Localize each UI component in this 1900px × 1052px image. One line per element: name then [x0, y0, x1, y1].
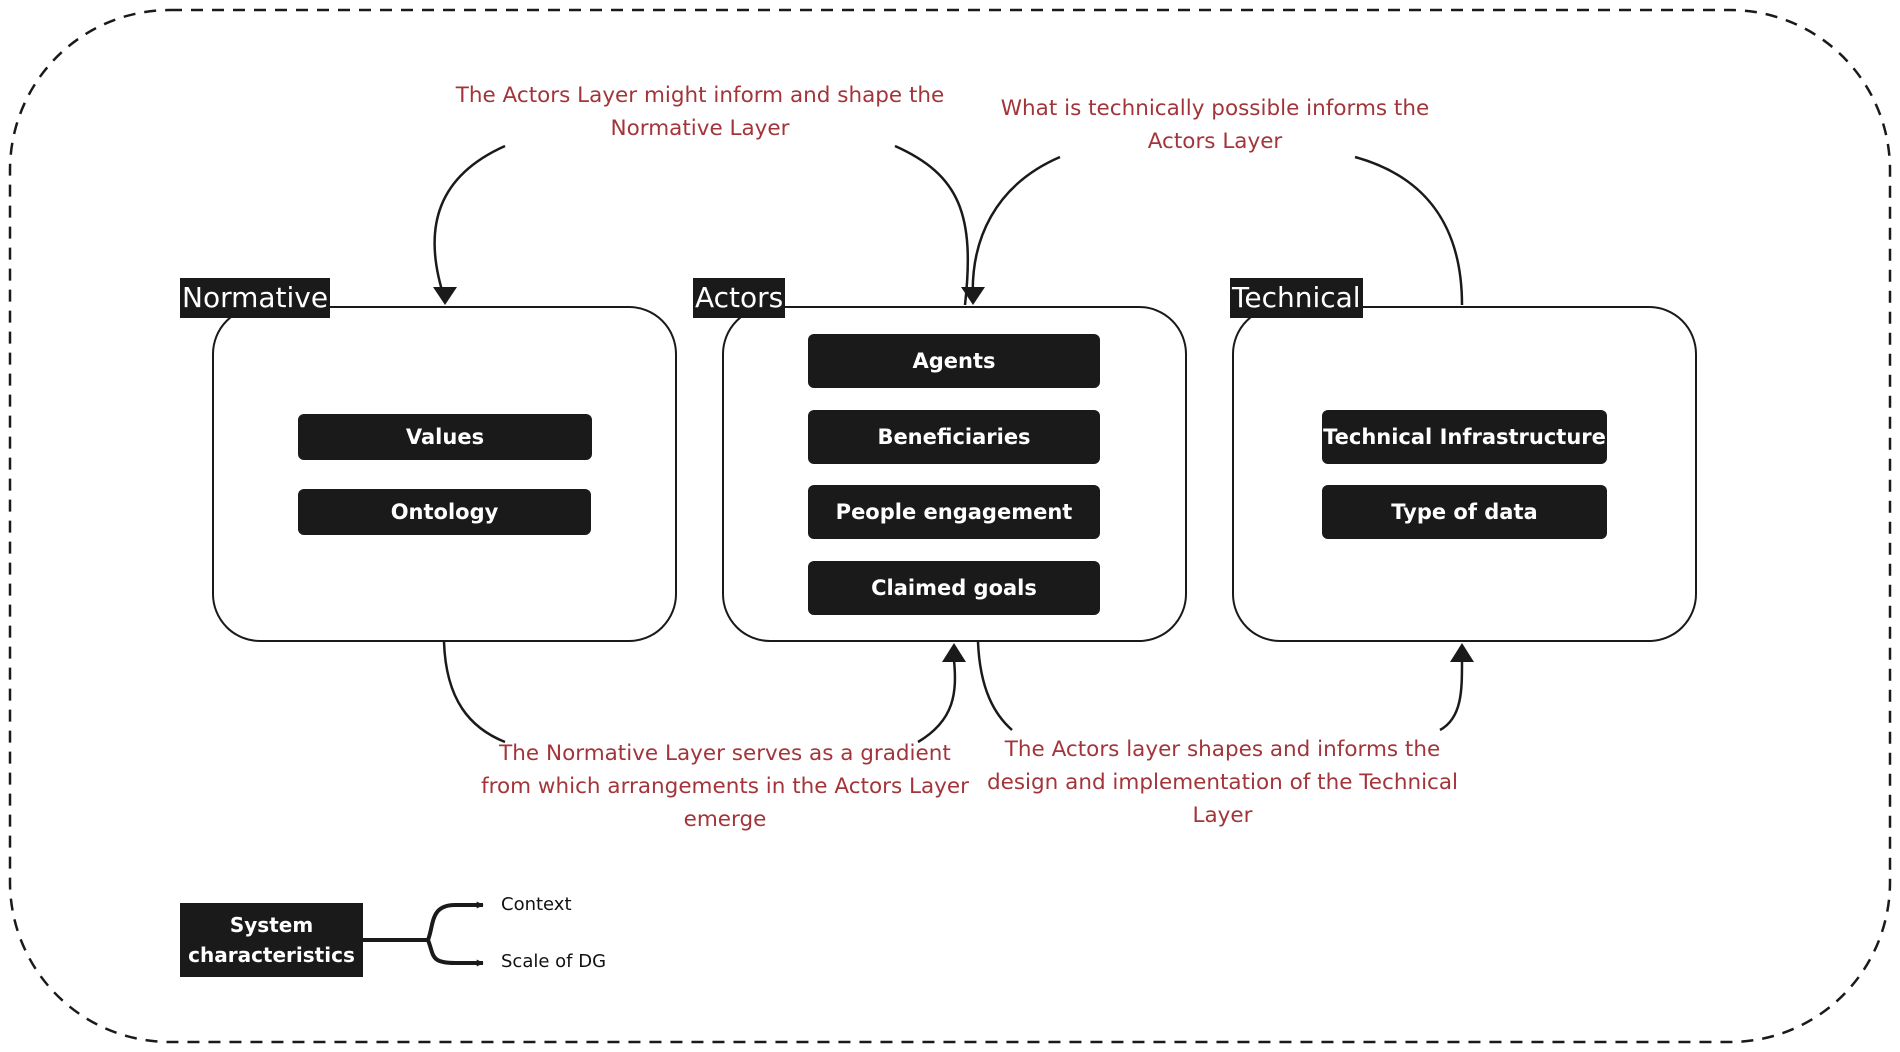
normative-layer-box [212, 306, 677, 642]
annotation-line: emerge [683, 807, 767, 832]
arrowhead-into-technical [1450, 643, 1474, 662]
annotation-line: Actors Layer [1147, 129, 1283, 154]
annotation-line: design and implementation of the Technic… [986, 770, 1459, 795]
branch-context: Context [501, 894, 572, 915]
actors-item-people-engagement: People engagement [808, 485, 1100, 539]
arrowhead-into-actors-bottom [942, 643, 966, 662]
arrow-actors-to-technical-head [1439, 661, 1464, 732]
arrow-normative-to-actors-head [917, 659, 957, 744]
arrow-actors-to-normative-head [433, 144, 506, 301]
arrow-normative-to-actors [442, 641, 506, 744]
annotation-line: The Actors Layer might inform and shape … [455, 83, 945, 108]
annotation-line: from which arrangements in the Actors La… [481, 774, 969, 799]
arrowhead-into-normative [433, 287, 457, 305]
annotation-line: Normative Layer [610, 116, 790, 141]
actors-item-claimed-goals: Claimed goals [808, 561, 1100, 615]
annotation-actors-to-normative: The Actors Layer might inform and shape … [420, 79, 980, 145]
arrow-actors-to-technical [976, 641, 1013, 731]
technical-layer-title: Technical [1230, 278, 1363, 318]
annotation-line: Layer [1192, 803, 1253, 828]
annotation-normative-to-actors: The Normative Layer serves as a gradient… [465, 737, 985, 836]
arrowhead-into-actors-top [961, 287, 985, 305]
arrow-actors-to-normative [894, 144, 970, 306]
system-label-line: System [229, 913, 314, 937]
connector-system-scale [426, 939, 484, 967]
arrow-technical-to-actors-head [971, 155, 1061, 301]
arrow-technical-to-actors [1354, 155, 1464, 306]
annotation-technical-to-actors: What is technically possible informs the… [955, 92, 1475, 158]
technical-item-type-of-data: Type of data [1322, 485, 1607, 539]
system-characteristics-box: System characteristics [180, 903, 363, 977]
actors-item-beneficiaries: Beneficiaries [808, 410, 1100, 464]
actors-layer-title: Actors [693, 278, 786, 318]
normative-item-values: Values [298, 414, 592, 460]
technical-item-infrastructure: Technical Infrastructure [1322, 410, 1607, 464]
annotation-line: The Normative Layer serves as a gradient [499, 741, 951, 766]
technical-layer-box [1232, 306, 1697, 642]
annotation-line: What is technically possible informs the [1000, 96, 1430, 121]
normative-item-ontology: Ontology [298, 489, 591, 535]
normative-layer-title: Normative [180, 278, 331, 318]
connector-system-context [426, 901, 484, 941]
annotation-actors-to-technical: The Actors layer shapes and informs the … [965, 733, 1480, 832]
system-boundary [8, 8, 1892, 1044]
actors-item-agents: Agents [808, 334, 1100, 388]
system-label-line: characteristics [188, 943, 355, 967]
branch-scale-of-dg: Scale of DG [501, 951, 607, 972]
annotation-line: The Actors layer shapes and informs the [1004, 737, 1441, 762]
